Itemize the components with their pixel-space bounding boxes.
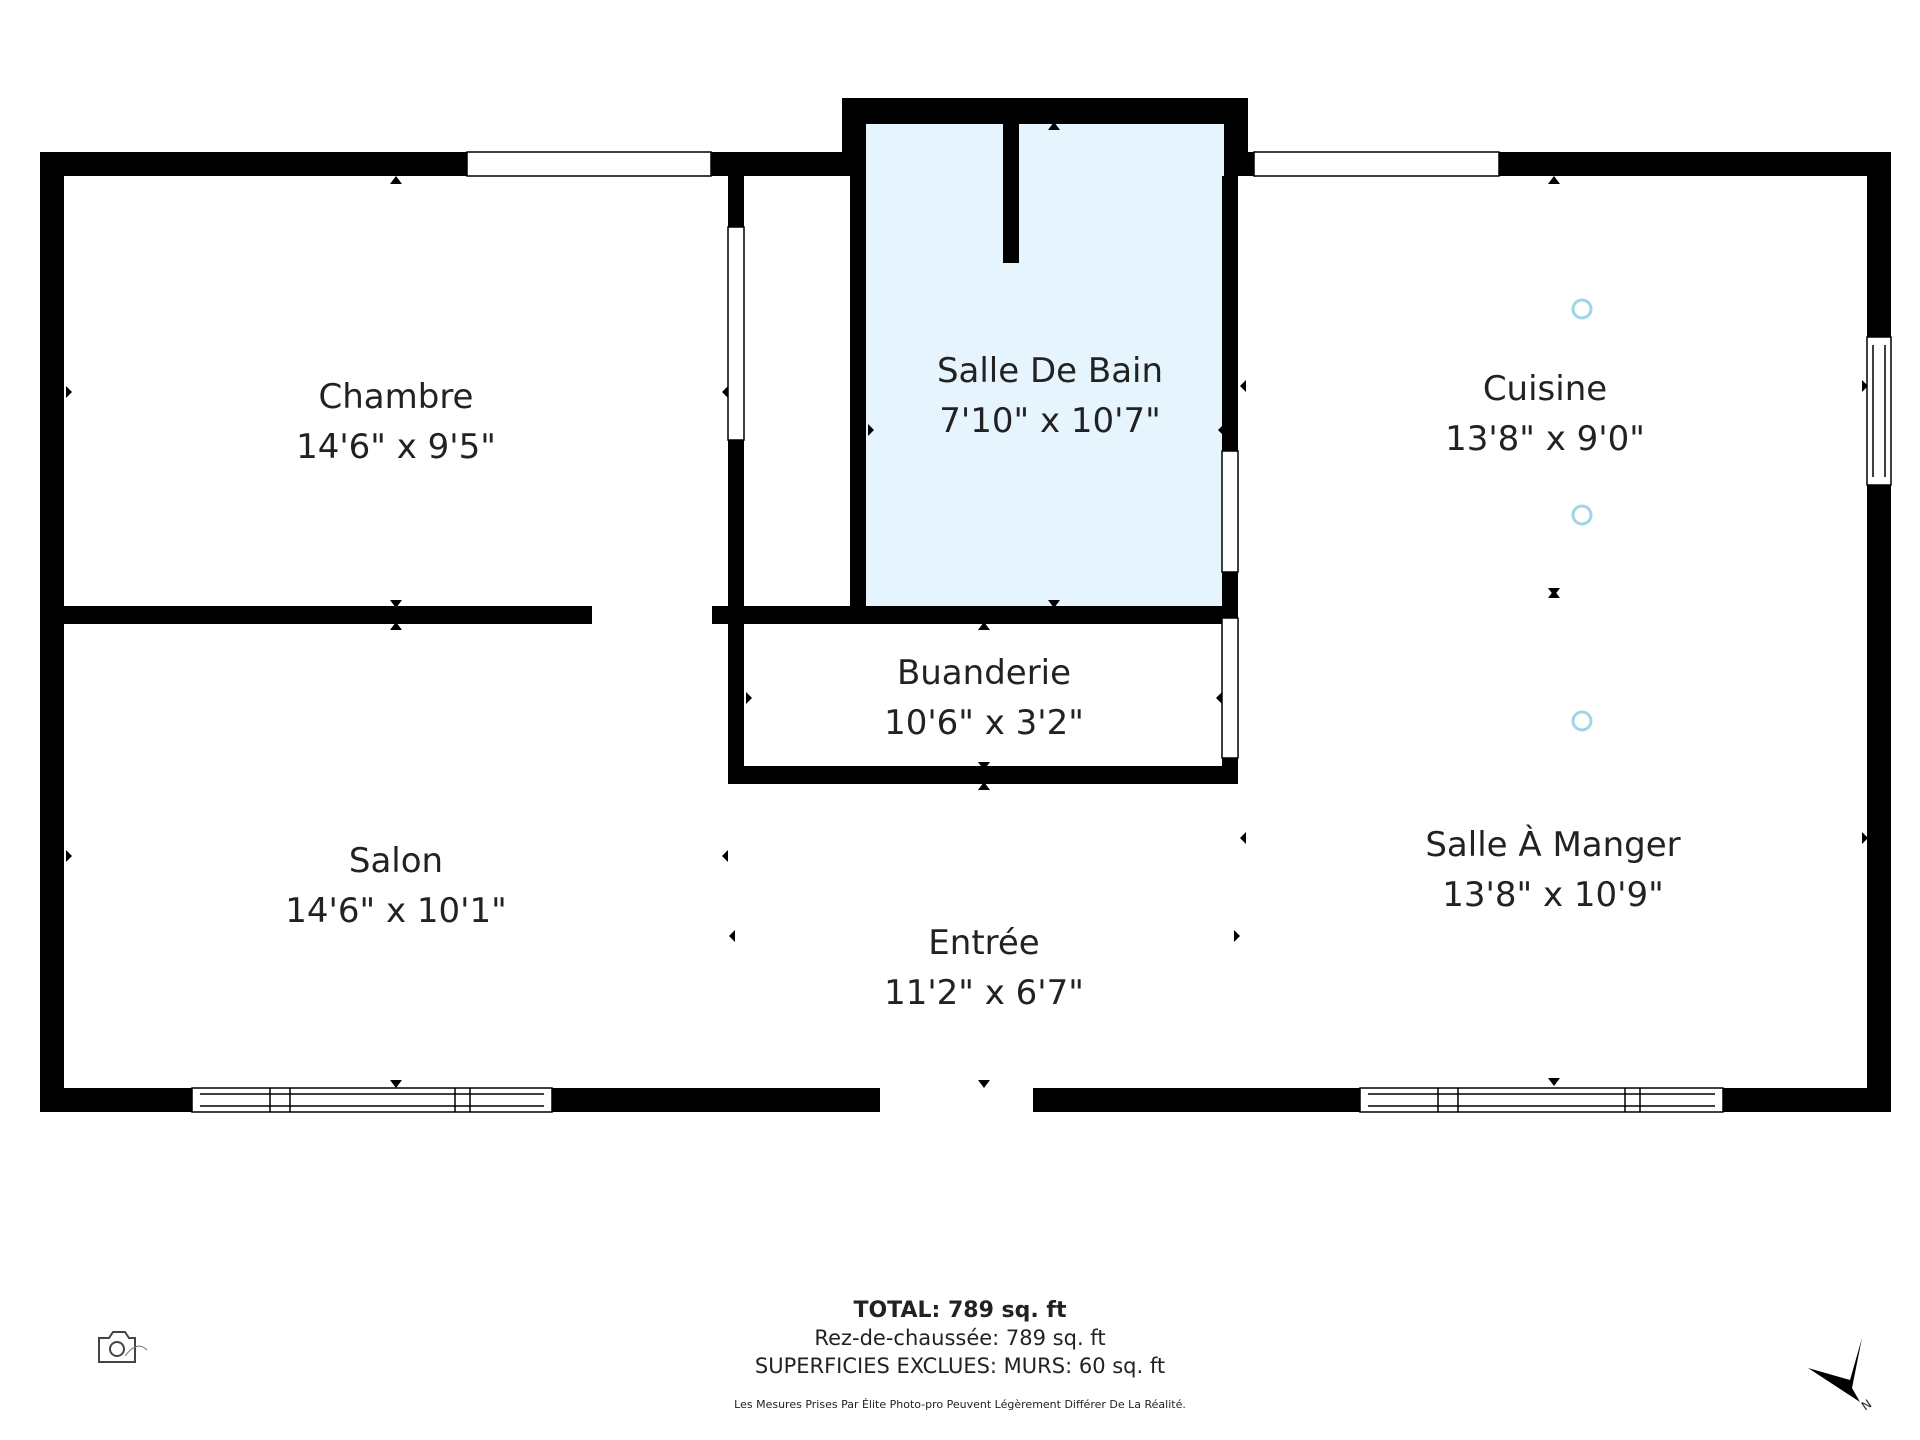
room-name-entree: Entrée <box>928 923 1039 963</box>
room-name-buanderie: Buanderie <box>897 653 1071 693</box>
level-area: Rez-de-chaussée: 789 sq. ft <box>814 1326 1106 1350</box>
room-name-chambre: Chambre <box>319 377 474 417</box>
excluded-area: SUPERFICIES EXCLUES: MURS: 60 sq. ft <box>754 1354 1166 1378</box>
windows <box>191 151 1892 1113</box>
room-dims-buanderie: 10'6" x 3'2" <box>884 703 1084 743</box>
room-dims-cuisine: 13'8" x 9'0" <box>1445 419 1645 459</box>
room-dims-entree: 11'2" x 6'7" <box>884 973 1084 1013</box>
room-name-salon: Salon <box>349 841 443 881</box>
light-fixture-icons <box>1571 298 1593 732</box>
room-dims-salle-de-bain: 7'10" x 10'7" <box>939 401 1161 441</box>
disclaimer: Les Mesures Prises Par Élite Photo-pro P… <box>734 1398 1186 1411</box>
walls <box>40 98 1891 1112</box>
total-area: TOTAL: 789 sq. ft <box>853 1298 1067 1323</box>
room-dims-salon: 14'6" x 10'1" <box>285 891 507 931</box>
dimension-markers <box>66 122 1868 1088</box>
camera-logo-icon <box>98 1331 148 1363</box>
room-name-salle-de-bain: Salle De Bain <box>937 351 1163 391</box>
north-arrow-icon <box>1808 1338 1862 1402</box>
room-labels: Chambre 14'6" x 9'5" Salle De Bain 7'10"… <box>285 351 1680 1013</box>
room-dims-chambre: 14'6" x 9'5" <box>296 427 496 467</box>
room-name-cuisine: Cuisine <box>1483 369 1607 409</box>
bathroom-fill <box>866 120 1224 606</box>
room-dims-salle-a-manger: 13'8" x 10'9" <box>1442 875 1664 915</box>
room-name-salle-a-manger: Salle À Manger <box>1425 824 1680 865</box>
